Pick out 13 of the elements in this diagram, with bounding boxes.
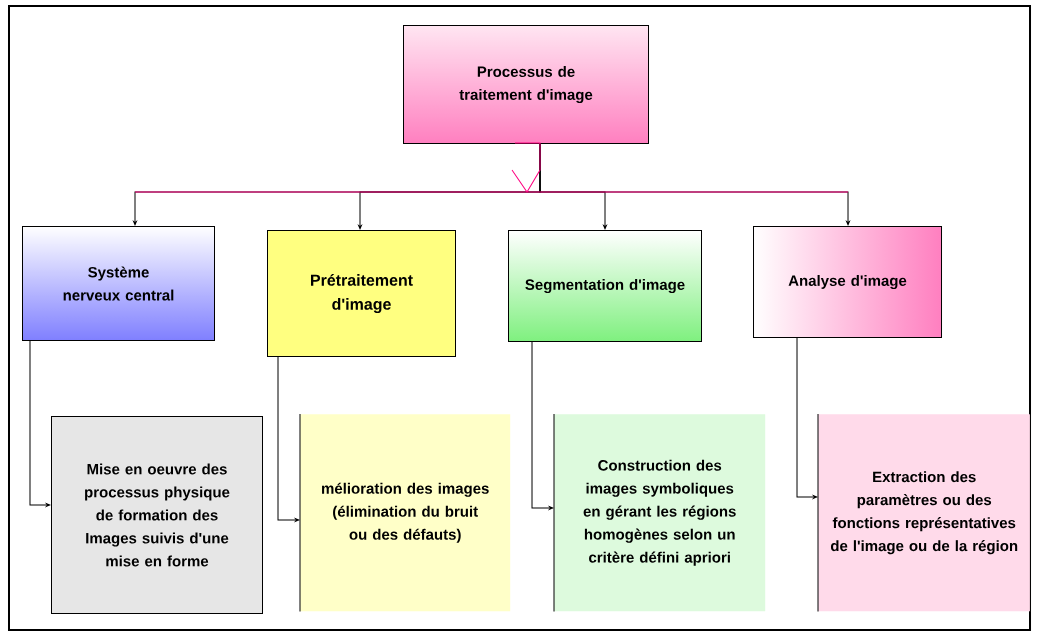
arrow <box>29 340 51 507</box>
description-box: Mise en oeuvre des processus physique de formation des Images suivis d'une mise en forme <box>51 416 263 614</box>
description-box: Construction des images symboliques en gérant les régions homogènes selon un critère défini apriori <box>553 413 766 612</box>
category-box: Analyse d'image <box>753 226 942 338</box>
category-box: Système nerveux central <box>22 226 215 341</box>
process-box: Processus de traitement d'image <box>403 25 649 144</box>
description-box: Extraction des paramètres ou des fonctions représentatives de l'image ou de la région <box>817 413 1031 612</box>
description-box: mélioration des images (élimination du bruit ou des défauts) <box>299 413 511 612</box>
arrow <box>796 337 818 499</box>
arrow <box>277 356 300 522</box>
category-box: Segmentation d'image <box>508 230 702 342</box>
category-box: Prétraitement d'image <box>267 230 456 357</box>
arrow <box>531 341 554 510</box>
